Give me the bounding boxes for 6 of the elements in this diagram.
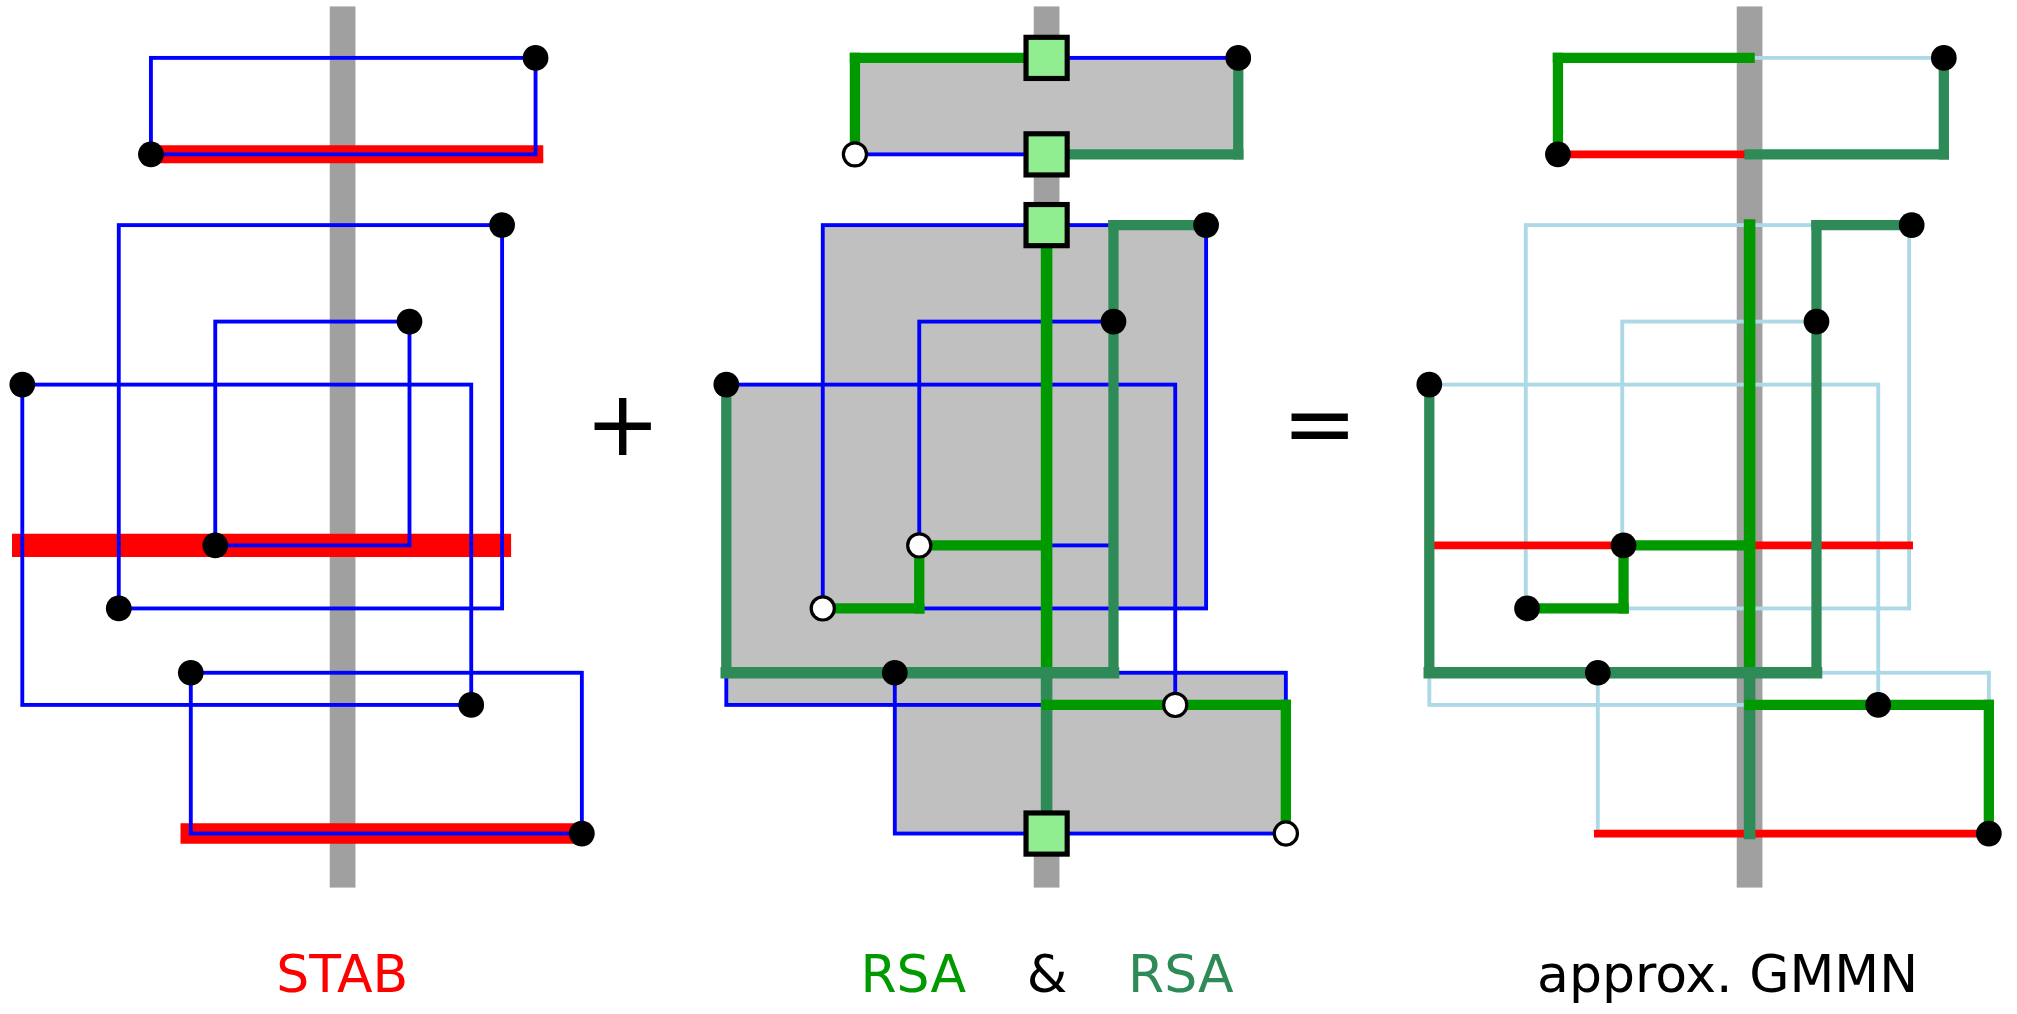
panel-caption: RSA — [860, 947, 967, 1000]
panel-caption: STAB — [276, 947, 409, 1000]
operator-symbol: = — [1282, 379, 1358, 470]
operator-symbol: + — [584, 379, 661, 470]
panel-caption: RSA — [1128, 947, 1234, 1000]
panel-caption: & — [1026, 947, 1068, 1000]
